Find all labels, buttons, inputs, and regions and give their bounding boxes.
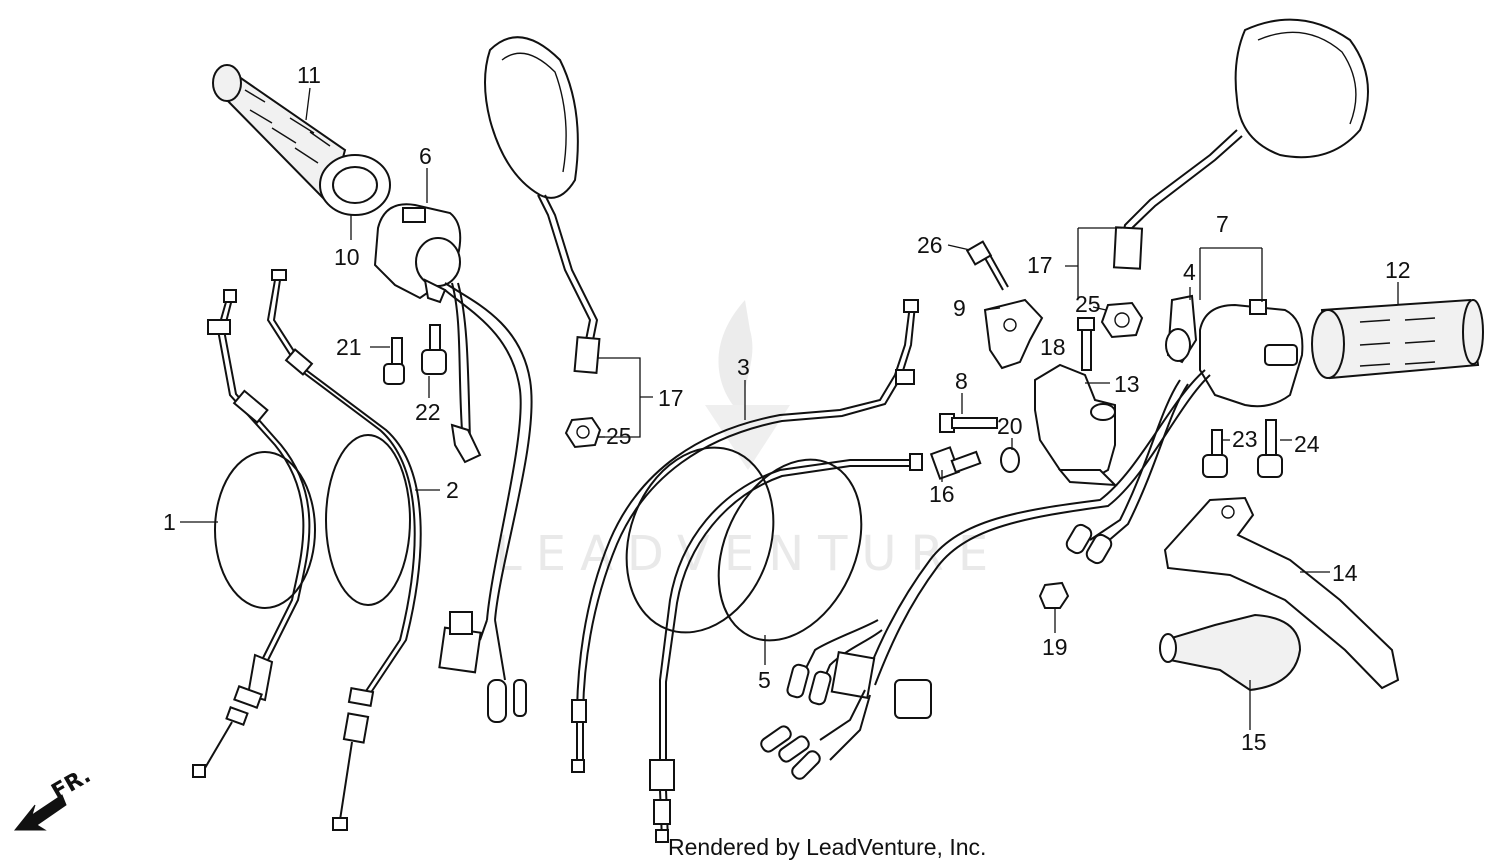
- nut-20[interactable]: [1000, 447, 1020, 473]
- label-part-16: 16: [929, 481, 955, 507]
- right-mirror[interactable]: [1112, 18, 1369, 270]
- left-switch-housing[interactable]: [373, 203, 462, 304]
- leader-lines: [180, 87, 1399, 730]
- screw-26[interactable]: [965, 240, 1009, 291]
- label-part-26: 26: [917, 232, 943, 258]
- bolt-8[interactable]: [939, 413, 998, 433]
- part-labels: 1 2 3 4 5 6 7 8 9 10 11 12 13 14 15 16 1…: [163, 62, 1411, 755]
- front-direction-label: FR.: [48, 763, 96, 805]
- cable-2[interactable]: [266, 269, 422, 831]
- label-part-24: 24: [1294, 431, 1320, 457]
- left-grip[interactable]: [212, 64, 391, 216]
- label-part-23: 23: [1232, 426, 1258, 452]
- nut-25-right[interactable]: [1100, 301, 1144, 339]
- nut-19[interactable]: [1038, 581, 1070, 609]
- right-switch-housing[interactable]: [1199, 299, 1304, 408]
- lever-bracket-13[interactable]: [1034, 363, 1118, 487]
- right-grip[interactable]: [1311, 298, 1484, 380]
- screw-23[interactable]: [1202, 429, 1228, 478]
- label-part-1: 1: [163, 509, 176, 535]
- lever-14[interactable]: [1163, 496, 1400, 690]
- bracket-9[interactable]: [983, 298, 1044, 370]
- front-direction-arrow: FR.: [13, 763, 96, 831]
- label-part-8: 8: [955, 368, 968, 394]
- label-part-10: 10: [334, 244, 360, 270]
- label-part-13: 13: [1114, 371, 1140, 397]
- label-part-14: 14: [1332, 560, 1358, 586]
- part-4[interactable]: [1165, 294, 1198, 364]
- watermark: LEADVENTURE: [495, 300, 1002, 582]
- label-part-18: 18: [1040, 334, 1066, 360]
- label-part-2: 2: [446, 477, 459, 503]
- cable-3[interactable]: [571, 299, 919, 773]
- right-switch-wiring: [760, 369, 1211, 780]
- label-part-20: 20: [997, 413, 1023, 439]
- label-part-7: 7: [1216, 211, 1229, 237]
- label-part-17-right: 17: [1027, 252, 1053, 278]
- label-part-15: 15: [1241, 729, 1267, 755]
- label-part-5: 5: [758, 667, 771, 693]
- watermark-text: LEADVENTURE: [495, 526, 1002, 582]
- adjuster-16[interactable]: [929, 446, 982, 480]
- label-part-19: 19: [1042, 634, 1068, 660]
- label-part-17-left: 17: [658, 385, 684, 411]
- left-mirror[interactable]: [484, 36, 601, 374]
- label-part-25-right: 25: [1075, 291, 1101, 317]
- bolt-18[interactable]: [1077, 317, 1095, 371]
- nut-25-left[interactable]: [564, 416, 602, 449]
- label-part-22: 22: [415, 399, 441, 425]
- screw-21[interactable]: [383, 337, 405, 385]
- label-part-6: 6: [419, 143, 432, 169]
- label-part-25-left: 25: [606, 423, 632, 449]
- lever-cover-15[interactable]: [1159, 613, 1302, 692]
- screw-22[interactable]: [421, 324, 447, 375]
- cable-5[interactable]: [649, 436, 923, 843]
- label-part-12: 12: [1385, 257, 1411, 283]
- label-part-21: 21: [336, 334, 362, 360]
- label-part-11: 11: [297, 62, 321, 88]
- label-part-3: 3: [737, 354, 750, 380]
- label-part-9: 9: [953, 295, 966, 321]
- cable-1[interactable]: [192, 289, 316, 778]
- screw-24[interactable]: [1257, 419, 1283, 478]
- left-switch-wiring: [438, 282, 533, 723]
- label-part-4: 4: [1183, 259, 1196, 285]
- credit-text: Rendered by LeadVenture, Inc.: [668, 834, 986, 860]
